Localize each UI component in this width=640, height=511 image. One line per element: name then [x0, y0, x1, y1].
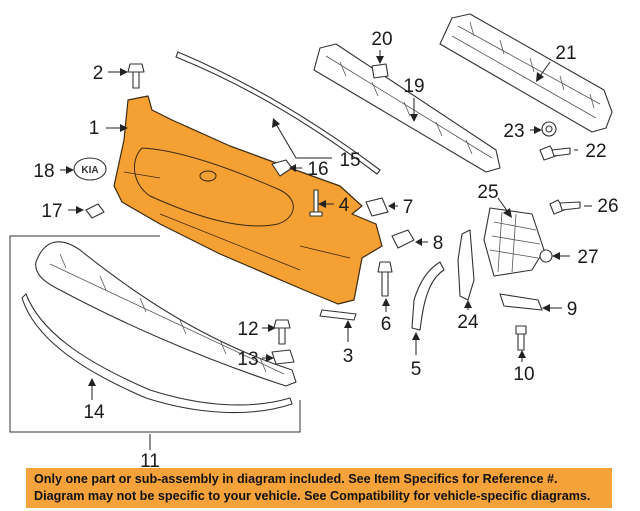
- part-15-upper-molding: [175, 51, 381, 175]
- callout-14: 14: [83, 402, 105, 423]
- callout-17: 17: [41, 201, 62, 222]
- sub-assembly-11-bracket: [9, 235, 301, 433]
- part-3-molding: [319, 309, 357, 321]
- callout-9: 9: [567, 299, 578, 320]
- callout-25: 25: [477, 182, 498, 203]
- callout-6: 6: [381, 314, 392, 335]
- callout-5: 5: [411, 359, 422, 380]
- part-4-screw: [309, 189, 323, 217]
- part-24-vertical-bracket: [457, 229, 475, 301]
- part-12-bolt: [273, 319, 291, 345]
- callout-18: 18: [33, 161, 54, 182]
- part-9-bracket: [499, 293, 543, 311]
- callout-15: 15: [339, 150, 360, 171]
- callout-23: 23: [503, 121, 524, 142]
- leader-lines: [60, 50, 592, 450]
- callout-labels: 1 2 3 4 5 6 7 8 9 10 11 12 13 14 15 16 1…: [33, 29, 618, 472]
- part-21-reinforcement-beam: [439, 13, 613, 133]
- part-20-clip: [371, 63, 389, 79]
- part-1-bumper-cover: [113, 95, 383, 305]
- part-18-emblem: KIA: [73, 157, 107, 181]
- callout-19: 19: [403, 76, 424, 97]
- part-7-clip: [365, 197, 389, 217]
- callout-7: 7: [403, 197, 414, 218]
- callout-10: 10: [513, 364, 534, 385]
- callout-22: 22: [585, 141, 606, 162]
- callout-16: 16: [307, 159, 328, 180]
- part-26-bolt: [549, 199, 581, 215]
- callout-27: 27: [577, 247, 598, 268]
- callout-20: 20: [371, 29, 392, 50]
- callout-2: 2: [93, 63, 104, 84]
- callout-11: 11: [140, 451, 160, 472]
- callout-12: 12: [237, 319, 258, 340]
- part-13-clip: [271, 349, 295, 365]
- part-10-bolt: [515, 325, 527, 351]
- callout-26: 26: [597, 196, 618, 217]
- emblem-text: KIA: [81, 165, 98, 176]
- disclaimer-banner: Only one part or sub-assembly in diagram…: [26, 468, 612, 508]
- part-17-push-pin: [85, 203, 105, 219]
- callout-8: 8: [433, 233, 444, 254]
- disclaimer-line-1: Only one part or sub-assembly in diagram…: [34, 472, 558, 486]
- callout-21: 21: [555, 43, 576, 64]
- callout-13: 13: [237, 349, 258, 370]
- callout-4: 4: [339, 195, 350, 216]
- part-2-bolt: [127, 63, 145, 89]
- part-22-bolt: [539, 145, 571, 161]
- part-6-bolt: [377, 261, 393, 297]
- part-27-nut: [539, 249, 553, 263]
- part-5-side-bracket: [411, 261, 445, 331]
- callout-3: 3: [343, 346, 354, 367]
- part-19-energy-absorber: [313, 43, 501, 173]
- part-25-grille-insert: [483, 207, 545, 277]
- callout-24: 24: [457, 312, 479, 333]
- part-23-nut: [541, 121, 557, 137]
- part-8-bracket: [391, 229, 415, 249]
- disclaimer-line-2: Diagram may not be specific to your vehi…: [34, 489, 591, 503]
- callout-1: 1: [89, 118, 100, 139]
